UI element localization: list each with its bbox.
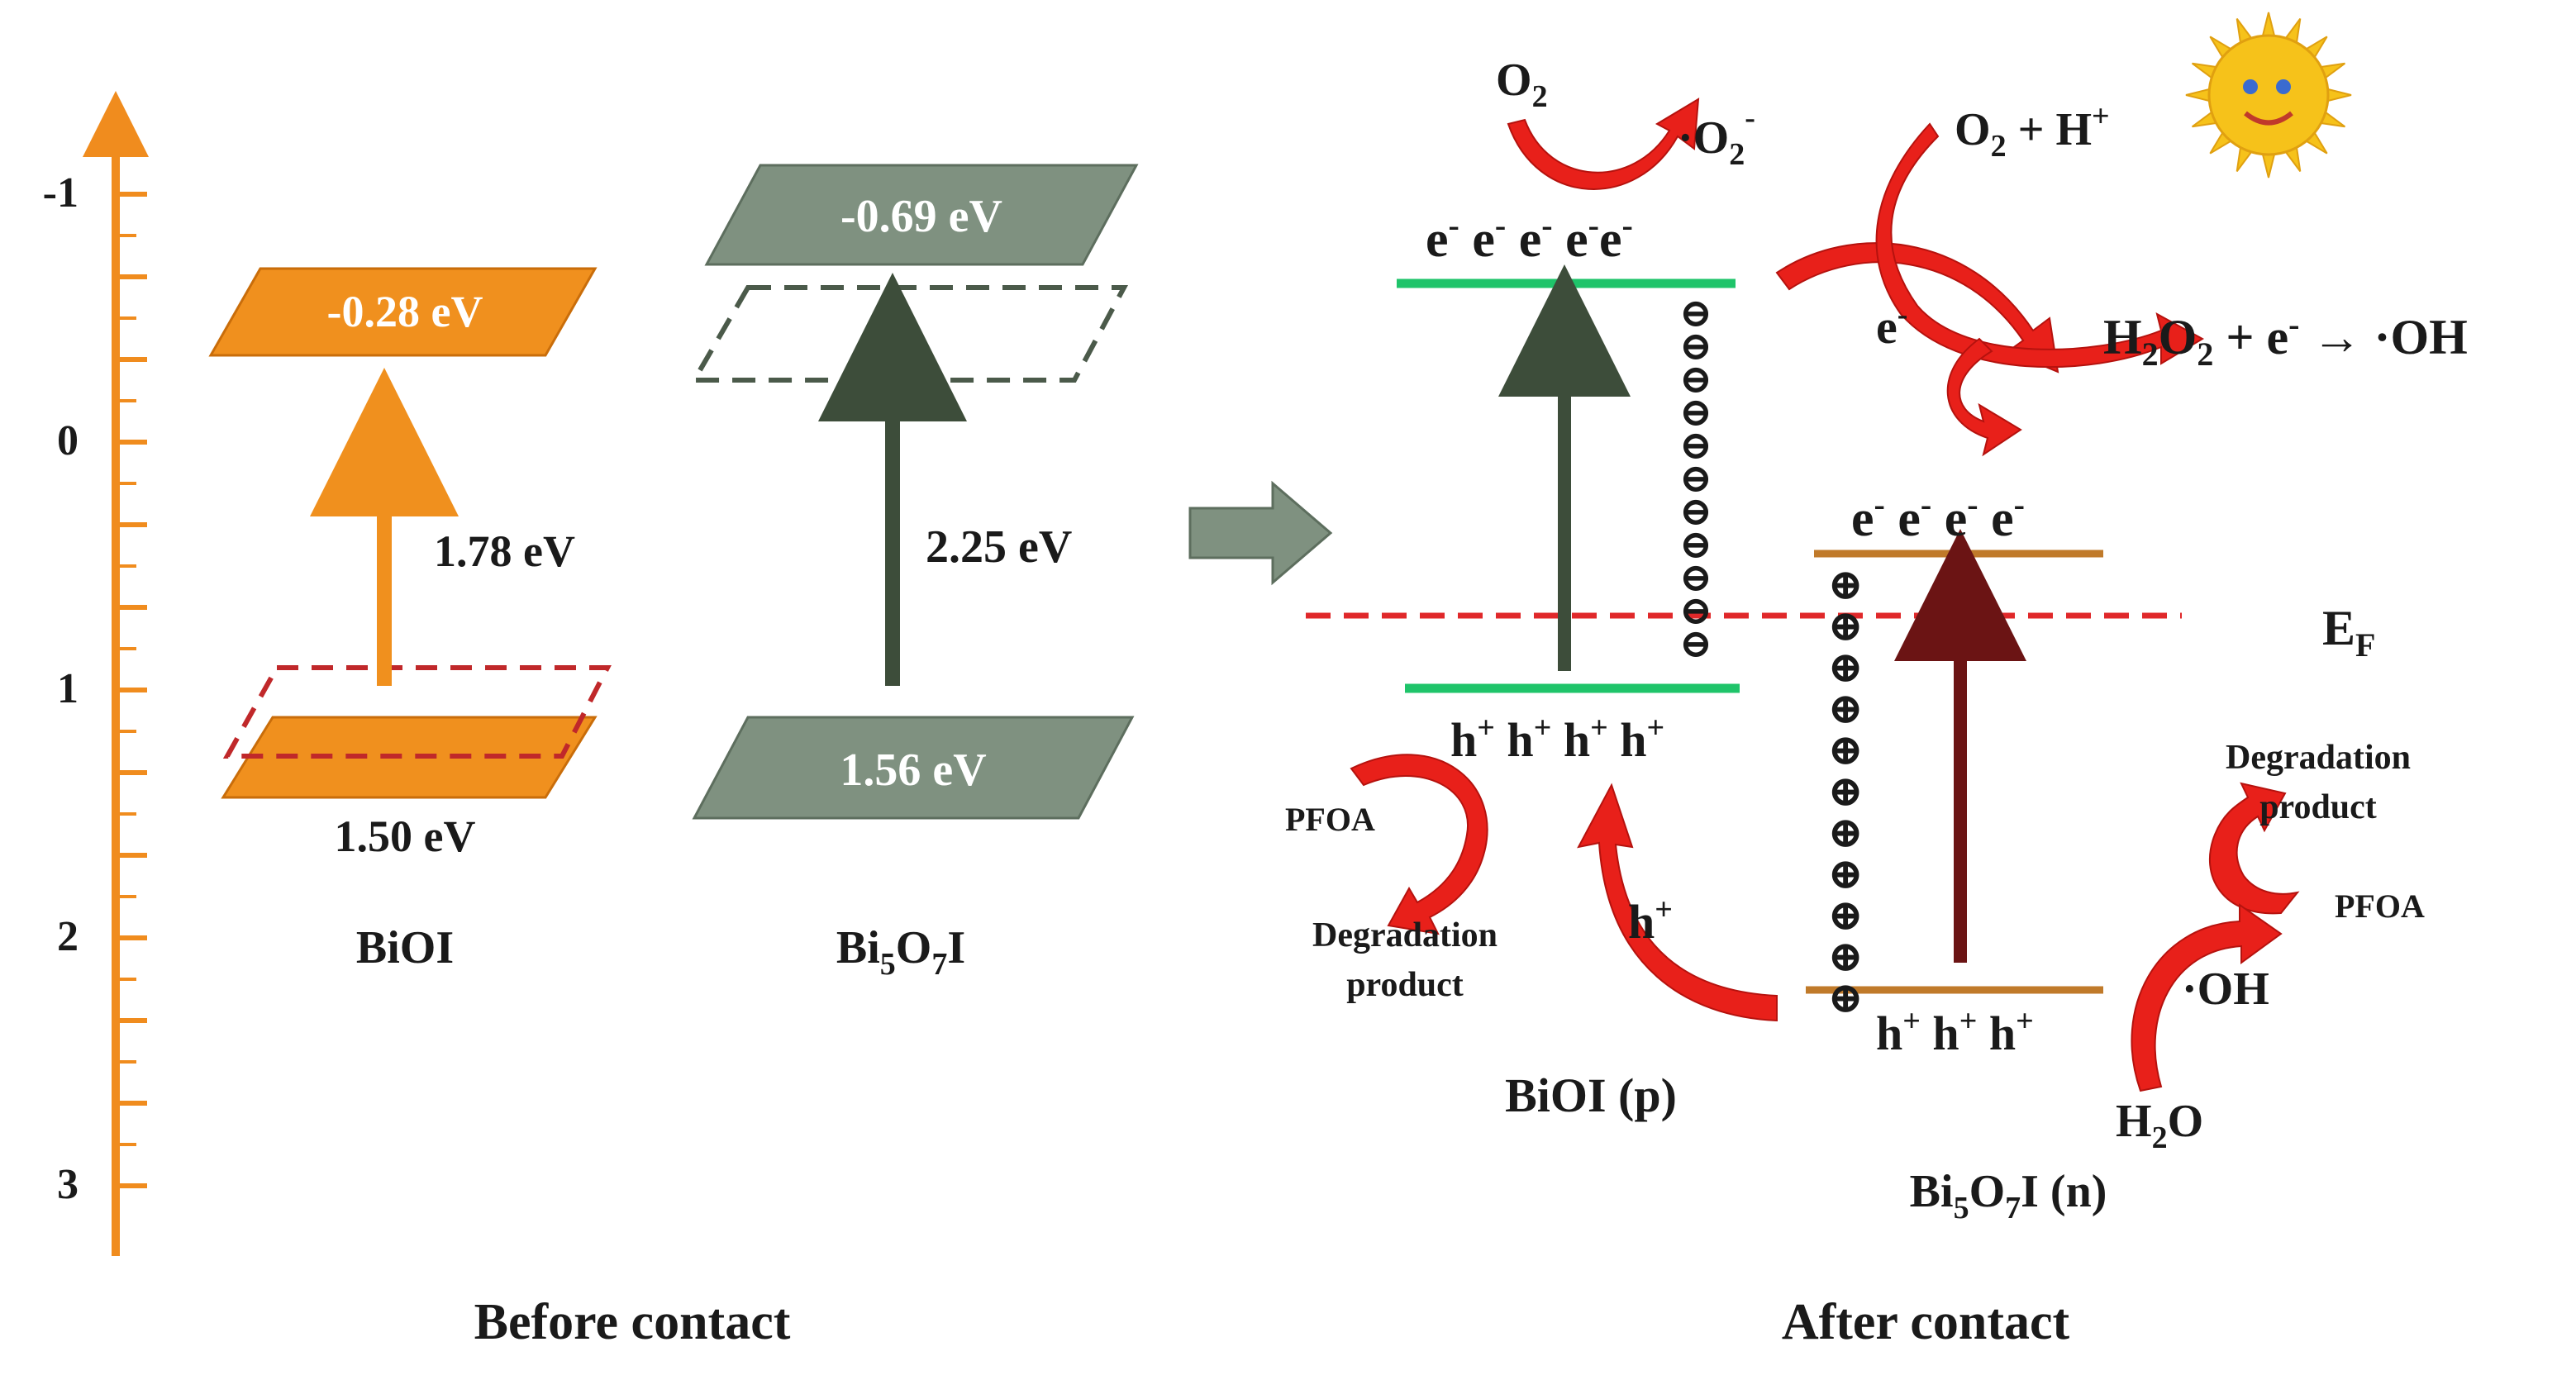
positive-charge: ⊕ [1827,603,1864,650]
fermi-level-label: EF [2322,601,2375,664]
bi5o7i-dashed-band [689,285,1129,383]
bioi-cb-value: -0.28 eV [327,287,483,336]
bi5o7i-cb-electrons: e- e- e- e- [1851,486,2025,547]
bioi-valence-band [221,716,598,799]
pfoa-right-label: PFOA [2335,887,2425,925]
electron-transfer-arrow-2 [1875,122,2205,369]
electron-down-arrow [1946,337,2022,457]
energy-axis: -1 0 1 2 3 [43,91,149,1256]
transition-arrow-icon [1188,480,1333,586]
water-label: H2O [2116,1096,2203,1155]
positive-charge: ⊕ [1827,934,1864,981]
positive-charge: ⊕ [1827,892,1864,940]
axis-tick-label: 1 [57,665,79,712]
degradation-left-line2: product [1346,966,1464,1004]
negative-charge: ⊖ [1679,358,1712,402]
negative-charge: ⊖ [1679,325,1712,369]
degradation-left-line1: Degradation [1312,916,1498,954]
negative-charge: ⊖ [1679,589,1712,633]
bioi-vb-value: 1.50 eV [335,811,476,861]
degradation-right-line1: Degradation [2226,739,2411,777]
bioi-cb-electrons: e- e- e- e-e- [1426,207,1633,268]
negative-charge: ⊖ [1679,556,1712,600]
superoxide-label: ·O2- [1678,101,1755,172]
negative-charge: ⊖ [1679,391,1712,435]
negative-charges: ⊖⊖⊖⊖⊖⊖⊖⊖⊖⊖⊖ [1679,292,1712,666]
axis-tick-label: 3 [57,1161,79,1208]
axis-tick-label: -1 [43,169,79,217]
after-contact-diagram: EF e- e- e- e-e- h+ h+ h+ h+ ⊖⊖⊖⊖⊖⊖⊖⊖⊖⊖⊖… [1285,12,2468,1225]
positive-charge: ⊕ [1827,769,1864,816]
negative-charge: ⊖ [1679,523,1712,567]
after-contact-title: After contact [1782,1294,2070,1350]
h2o2-reaction: H2O2 + e- → ·OH [2103,306,2468,373]
positive-charge: ⊕ [1827,562,1864,609]
bi5o7i-cb-value: -0.69 eV [840,191,1002,242]
reaction-arrows [1350,98,2300,1092]
pfoa-left-label: PFOA [1285,801,1375,838]
pfoa-oxidation-arrow-left [1350,754,1488,935]
positive-charge: ⊕ [1827,727,1864,774]
bi5o7i-label: Bi5O7I [836,922,965,982]
bi5o7i-n-label: Bi5O7I (n) [1910,1166,2107,1225]
bi5o7i-vb-value: 1.56 eV [840,745,986,796]
negative-charge: ⊖ [1679,490,1712,534]
positive-charge: ⊕ [1827,975,1864,1022]
hole-label: h+ [1628,892,1673,949]
bioi-dashed-band [222,665,612,759]
positive-charge: ⊕ [1827,851,1864,898]
degradation-right-line2: product [2259,788,2377,826]
bi5o7i-bandgap: 2.25 eV [926,521,1072,573]
water-oxidation-arrow [2131,903,2283,1092]
axis-tick-label: 0 [57,417,79,464]
bi5o7i-vb-holes: h+ h+ h+ [1876,1004,2034,1060]
positive-charge: ⊕ [1827,810,1864,857]
bioi-vb-holes: h+ h+ h+ h+ [1450,711,1664,767]
sun-icon [2185,12,2352,178]
o2-proton-label: O2 + H+ [1955,99,2110,164]
negative-charge: ⊖ [1679,292,1712,335]
bioi-label: BiOI [356,922,454,973]
pfoa-oxidation-arrow-right [2208,782,2300,915]
bi5o7i-before: -0.69 eV 1.56 eV 2.25 eV Bi5O7I [689,164,1139,982]
electron-label: e- [1876,297,1907,354]
o2-label: O2 [1496,55,1548,114]
positive-charge: ⊕ [1827,645,1864,692]
positive-charge: ⊕ [1827,686,1864,733]
bioi-before: -0.28 eV 1.50 eV 1.78 eV BiOI [208,267,612,973]
bi5o7i-valence-band [692,716,1135,820]
negative-charge: ⊖ [1679,622,1712,666]
o2-reduction-arrow [1507,98,1700,190]
hole-transfer-arrow [1577,783,1778,1022]
bi5o7i-conduction-band [704,164,1139,266]
positive-charges: ⊕⊕⊕⊕⊕⊕⊕⊕⊕⊕⊕ [1827,562,1864,1022]
bioi-p-label: BiOI (p) [1505,1068,1677,1122]
axis-tick-label: 2 [57,913,79,960]
hydroxyl-label: ·OH [2182,964,2269,1015]
negative-charge: ⊖ [1679,457,1712,501]
axis-ticks [116,192,147,1188]
negative-charge: ⊖ [1679,424,1712,468]
bioi-bandgap: 1.78 eV [434,526,575,576]
bioi-conduction-band [208,267,598,357]
before-contact-title: Before contact [474,1294,791,1350]
